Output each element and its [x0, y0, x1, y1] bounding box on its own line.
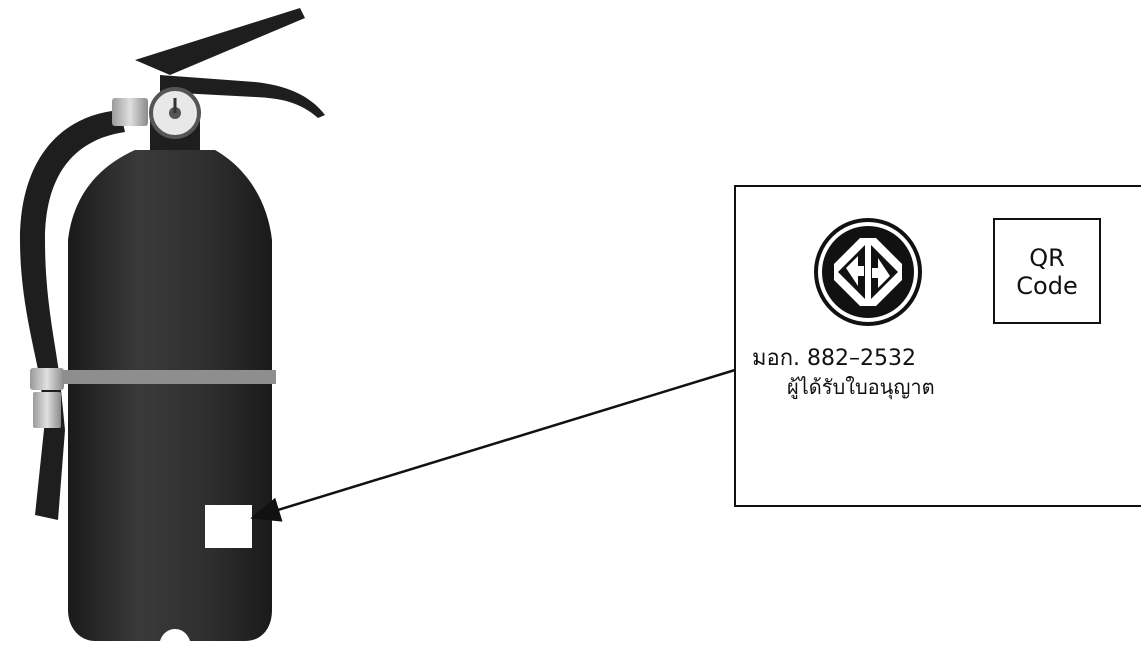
fire-extinguisher-icon — [20, 8, 325, 641]
standard-number-text: มอก. 882–2532 — [752, 340, 916, 375]
licensee-text: ผู้ได้รับใบอนุญาต — [787, 371, 935, 403]
cylinder — [68, 150, 272, 641]
tis-standard-mark-icon — [816, 220, 920, 324]
cylinder-band — [64, 370, 276, 384]
hose-ferrule — [33, 392, 61, 428]
label-patch — [205, 505, 252, 548]
qr-code-text: QR Code — [994, 244, 1100, 300]
lever — [135, 8, 305, 75]
valve-collar — [112, 98, 148, 126]
hose-clamp — [30, 368, 64, 390]
pointer-arrow — [255, 370, 735, 517]
